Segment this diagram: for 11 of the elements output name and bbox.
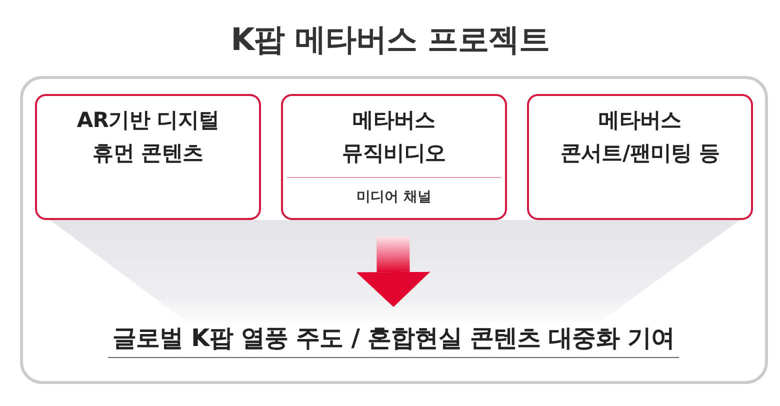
down-arrow: [356, 236, 430, 307]
card-subtext: 미디어 채널: [356, 188, 432, 206]
card-heading: 메타버스 콘서트/팬미팅 등: [559, 106, 721, 166]
rounded-panel: [20, 76, 768, 384]
content-card: [281, 94, 507, 220]
diagram-title: K팝 메타버스 프로젝트: [230, 21, 550, 60]
card-heading: AR기반 디지털 휴먼 콘텐츠: [76, 106, 220, 166]
content-card: [35, 94, 261, 220]
content-card: [527, 94, 753, 220]
card-heading: 메타버스 뮤직비디오: [341, 106, 447, 166]
statement-text: 글로벌 K팝 열풍 주도 / 혼합현실 콘텐츠 대중화 기여: [112, 323, 675, 353]
